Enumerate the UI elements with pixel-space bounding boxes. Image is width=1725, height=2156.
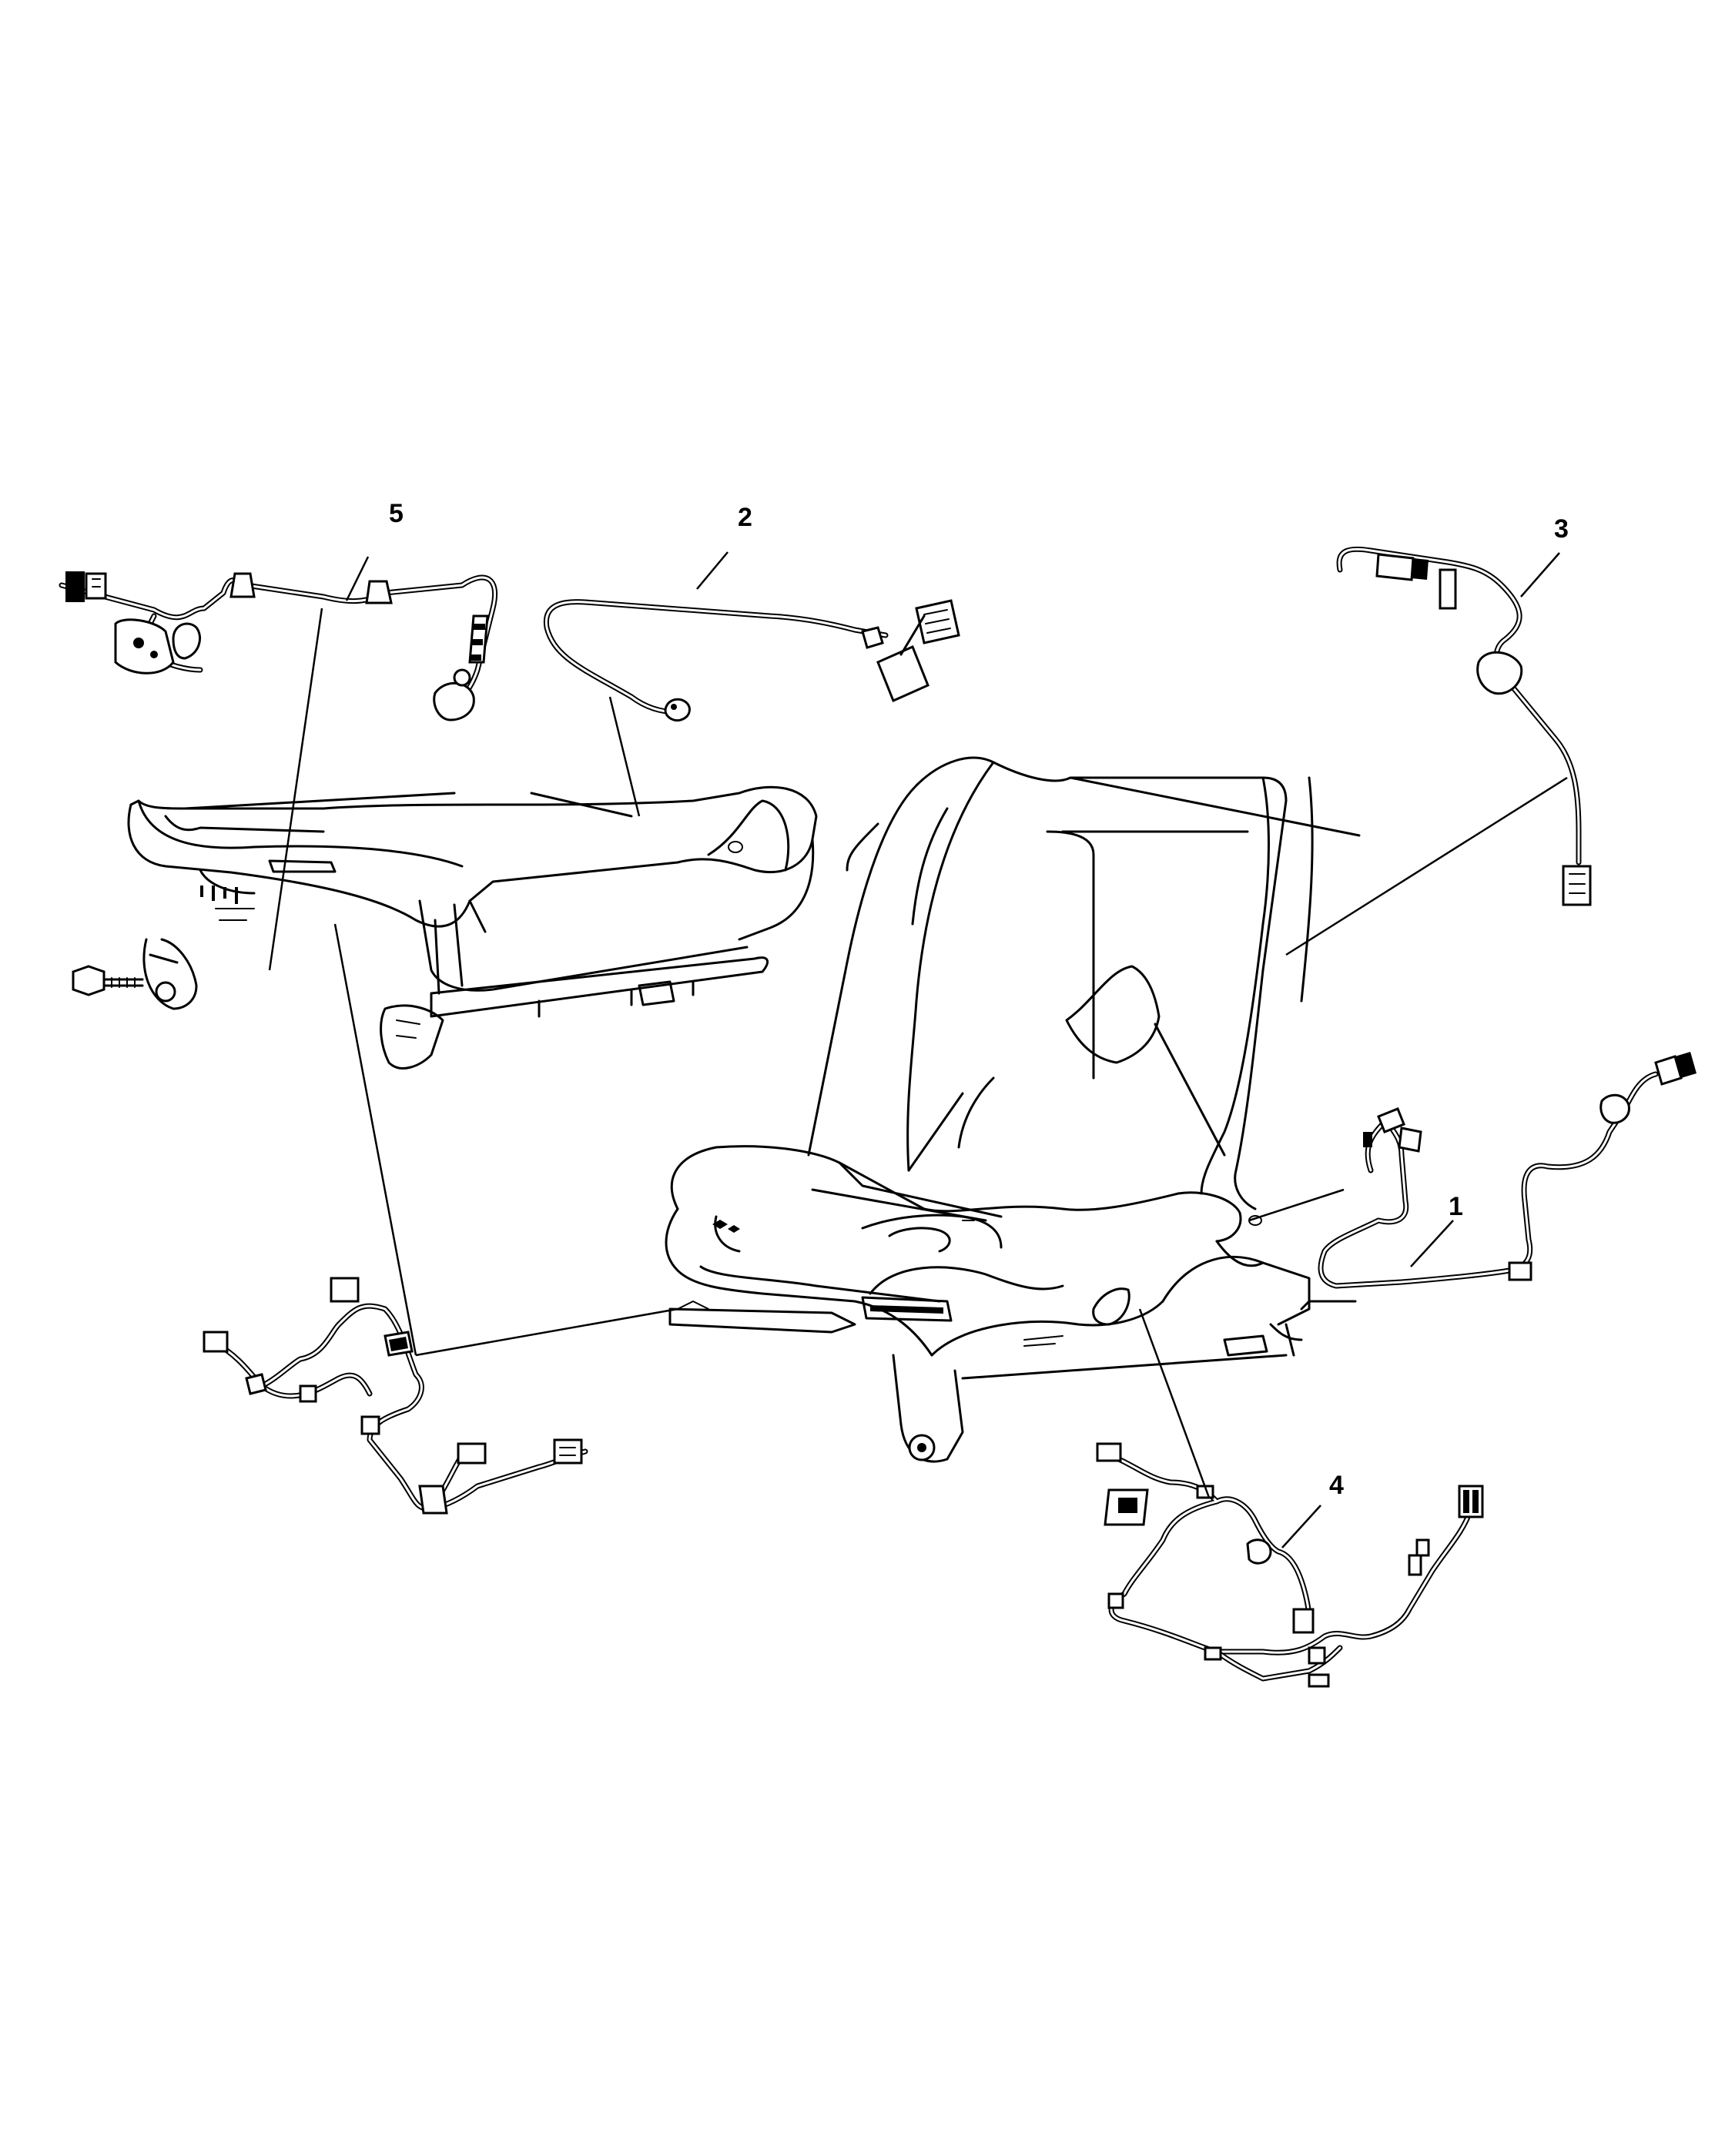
harness-2 <box>543 599 960 722</box>
harness-under-seat-left <box>203 1277 588 1515</box>
callout-1: 1 <box>1449 1192 1463 1221</box>
callout-5: 5 <box>389 499 404 528</box>
callout-3: 3 <box>1554 514 1569 544</box>
bolt-icon <box>72 965 144 996</box>
leader-lines <box>268 551 1568 1548</box>
harness-5 <box>59 571 498 721</box>
left-seat-cushion <box>72 785 818 1070</box>
harness-3 <box>1336 546 1592 906</box>
callout-2: 2 <box>738 503 752 532</box>
callout-4: 4 <box>1329 1471 1344 1500</box>
harness-4 <box>1096 1442 1484 1688</box>
harness-1 <box>1318 1052 1697 1289</box>
right-seat-assembly <box>665 756 1361 1463</box>
